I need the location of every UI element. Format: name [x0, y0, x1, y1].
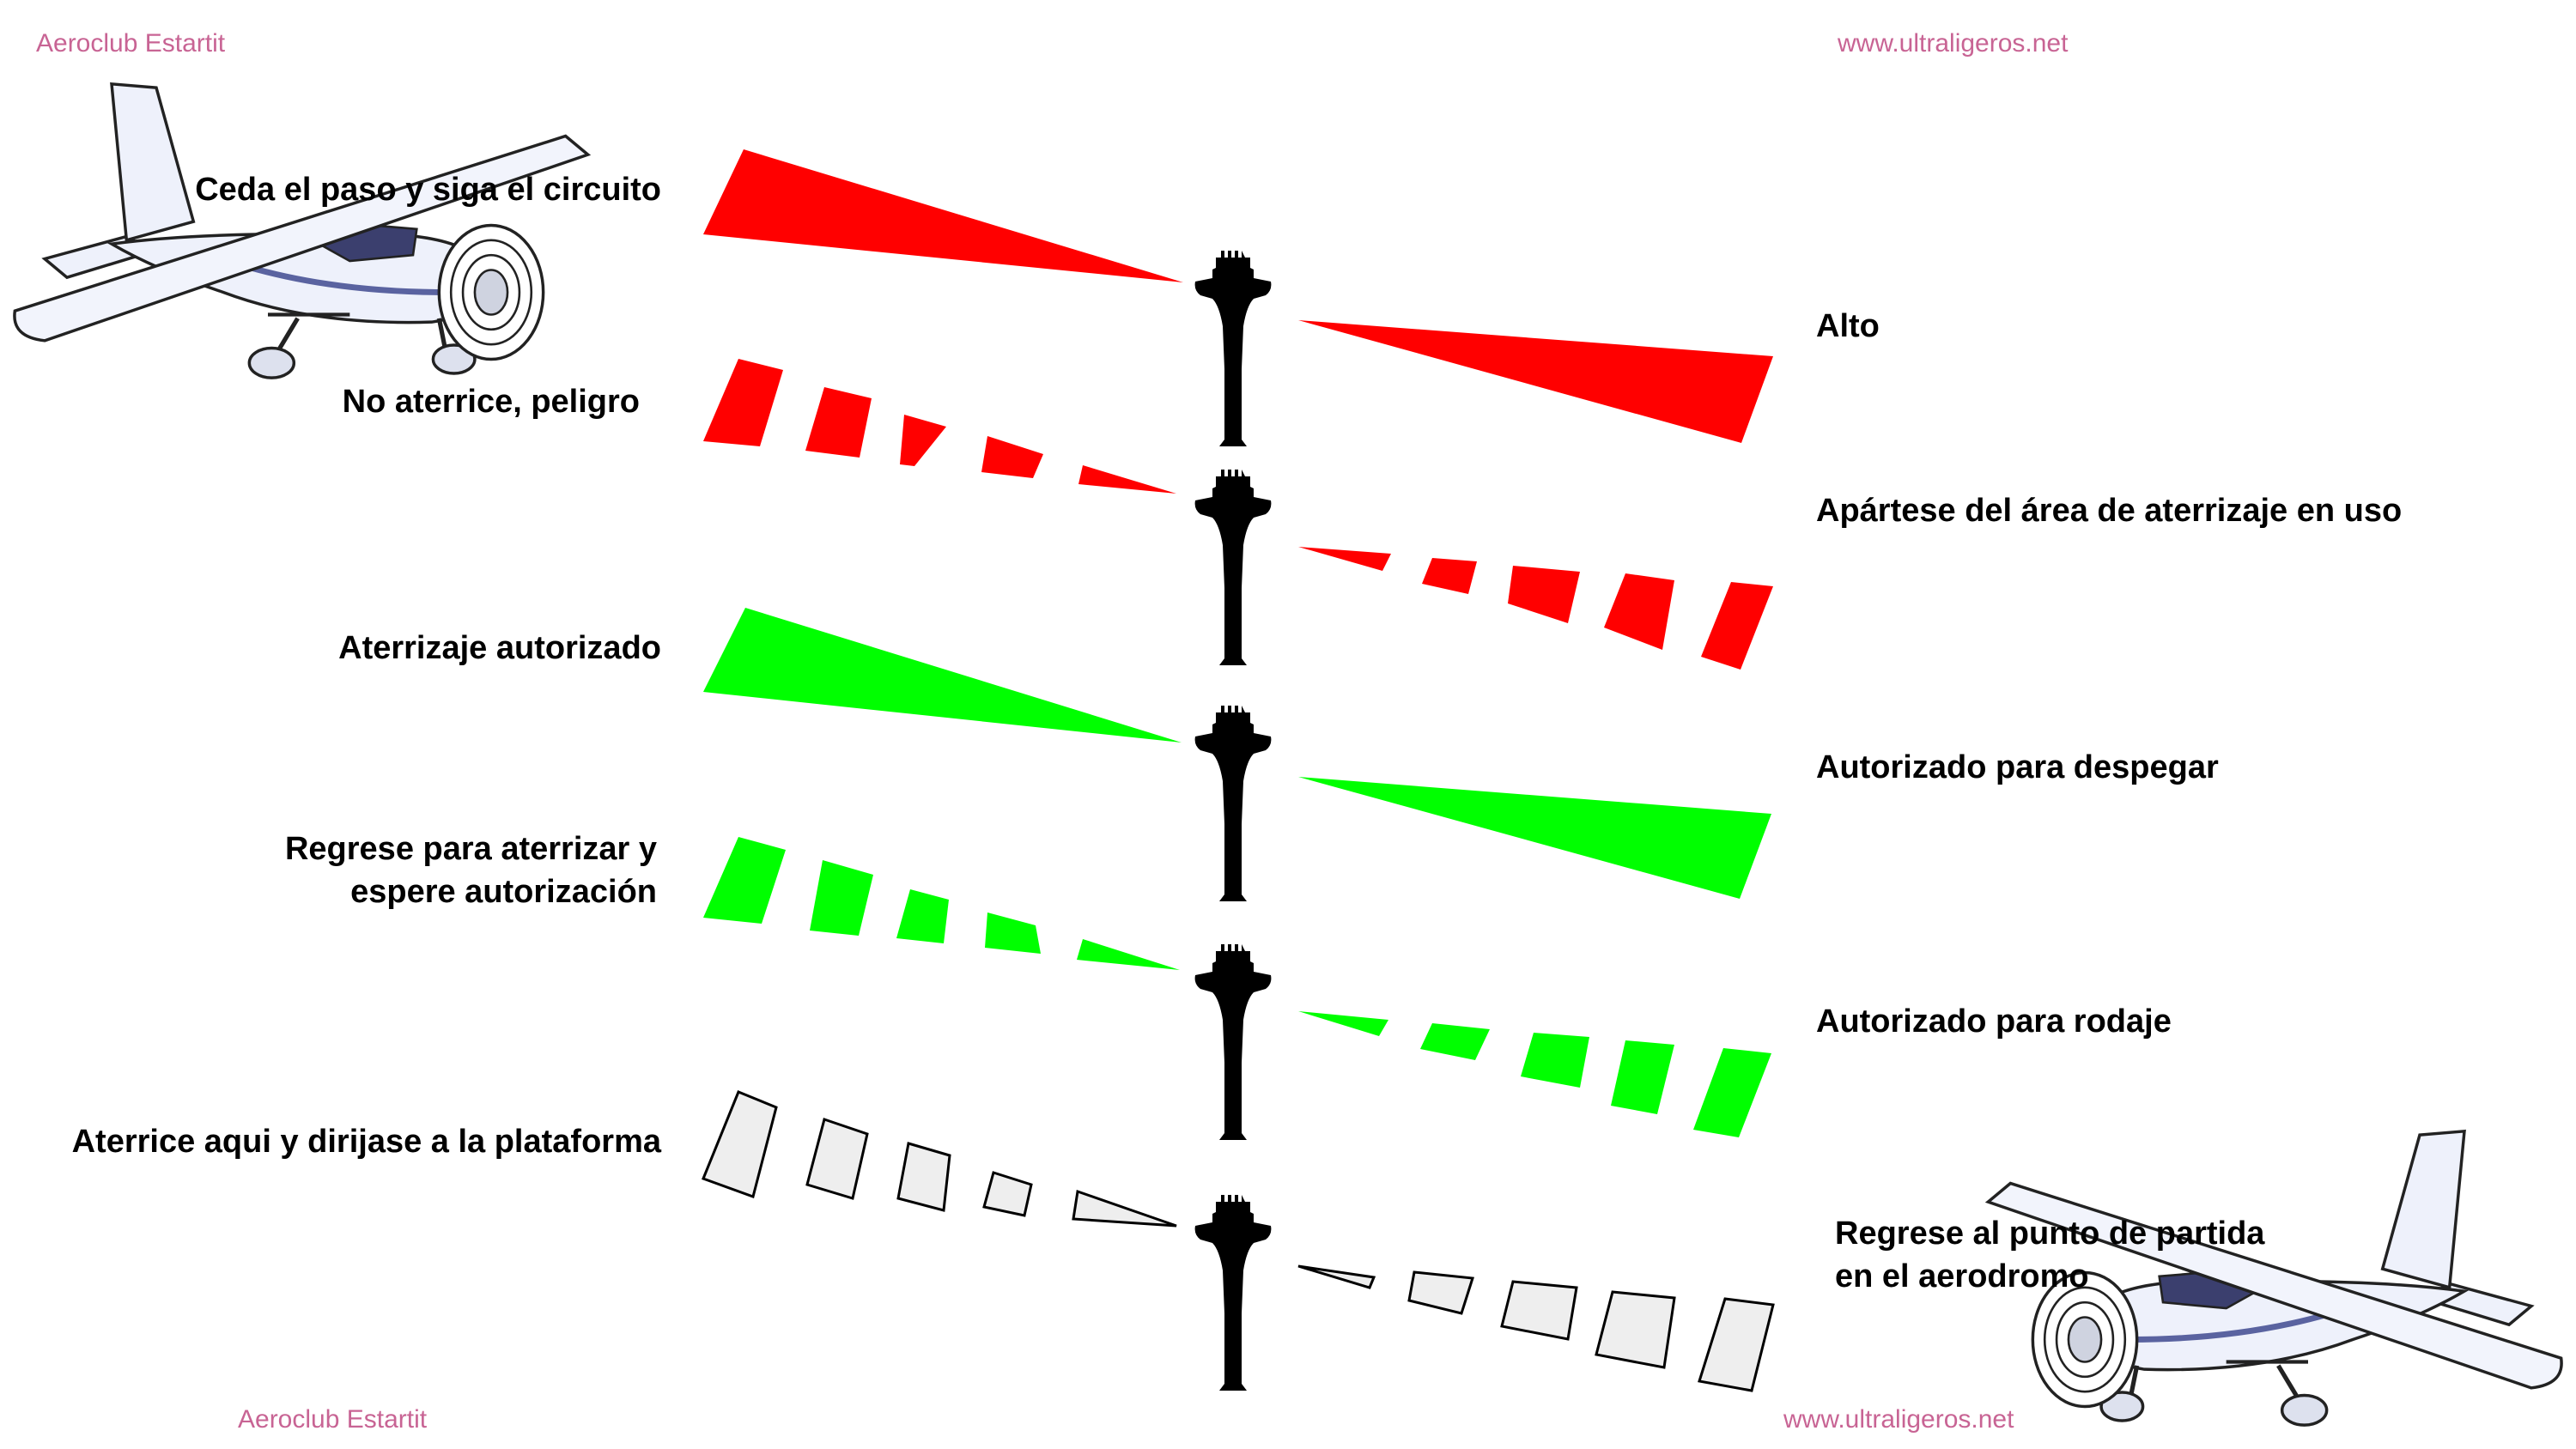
signal-steady-red [703, 149, 1773, 443]
signal-label-left: Ceda el paso y siga el circuito [195, 172, 661, 208]
signal-label-left: Aterrice aqui y dirijase a la plataforma [71, 1124, 661, 1160]
signal-steady-green [703, 608, 1771, 899]
light-beam-segment [1604, 573, 1674, 650]
signal-label-right: Regrese al punto de partida en el aerodr… [1835, 1216, 2265, 1294]
watermark-top-right: www.ultraligeros.net [1838, 29, 2069, 58]
control-tower-icon [1194, 470, 1272, 665]
signal-label-left: Aterrizaje autorizado [338, 630, 661, 666]
watermark-bottom-left: Aeroclub Estartit [238, 1405, 428, 1434]
light-beam-segment [1693, 1048, 1771, 1137]
light-beam-left [703, 608, 1182, 743]
light-beam-segment [1521, 1033, 1589, 1088]
light-beam-segment [1297, 1264, 1376, 1289]
control-tower-icon [1194, 251, 1272, 446]
light-beam-segment [1698, 1297, 1775, 1392]
light-beam-segment [1298, 1011, 1388, 1036]
light-beam-segment [1422, 558, 1477, 594]
light-beam-segment [1611, 1040, 1674, 1114]
light-beam-segment [1078, 465, 1176, 494]
light-beam-segment [1595, 1290, 1676, 1369]
signal-label-right: Autorizado para rodaje [1816, 1003, 2172, 1040]
control-tower-icon [1194, 1195, 1272, 1391]
light-beam-right [1298, 320, 1773, 443]
signal-flashing-white [702, 1090, 1775, 1392]
light-beam-segment [896, 1142, 951, 1212]
signal-label-left: No aterrice, peligro [342, 384, 640, 420]
light-beam-segment [896, 889, 949, 943]
watermark-top-left: Aeroclub Estartit [36, 29, 226, 58]
light-beam-segment [805, 1118, 869, 1200]
light-beam-segment [1072, 1189, 1177, 1228]
watermark-bottom-right: www.ultraligeros.net [1783, 1405, 2014, 1434]
airplane-in-flight-icon [15, 84, 588, 378]
light-beam-segment [702, 1090, 778, 1198]
light-beam-right [1298, 777, 1771, 899]
control-tower-icon [1194, 706, 1272, 901]
signal-label-right: Autorizado para despegar [1816, 749, 2219, 785]
signal-label-right: Apártese del área de aterrizaje en uso [1816, 493, 2403, 529]
light-beam-segment [1298, 547, 1391, 571]
light-beam-segment [1077, 939, 1180, 970]
light-beam-segment [900, 415, 946, 466]
light-beam-segment [1701, 582, 1773, 670]
light-beam-segment [805, 387, 872, 458]
signal-label-right: Alto [1816, 308, 1880, 344]
control-tower-icon [1194, 944, 1272, 1140]
light-beam-segment [981, 436, 1043, 478]
light-beam-left [703, 149, 1183, 282]
light-beam-segment [985, 912, 1041, 954]
light-beam-segment [1508, 566, 1580, 623]
signal-flashing-red [703, 359, 1773, 670]
signal-label-left: Regrese para aterrizar y espere autoriza… [284, 831, 657, 910]
light-beam-segment [1500, 1280, 1578, 1341]
light-beam-segment [703, 837, 786, 924]
light-beam-segment [703, 359, 783, 446]
light-beam-segment [982, 1171, 1033, 1217]
light-beam-segment [1407, 1270, 1474, 1315]
signal-flashing-green [703, 837, 1771, 1137]
light-beam-segment [1420, 1023, 1490, 1060]
light-beam-segment [810, 860, 873, 936]
